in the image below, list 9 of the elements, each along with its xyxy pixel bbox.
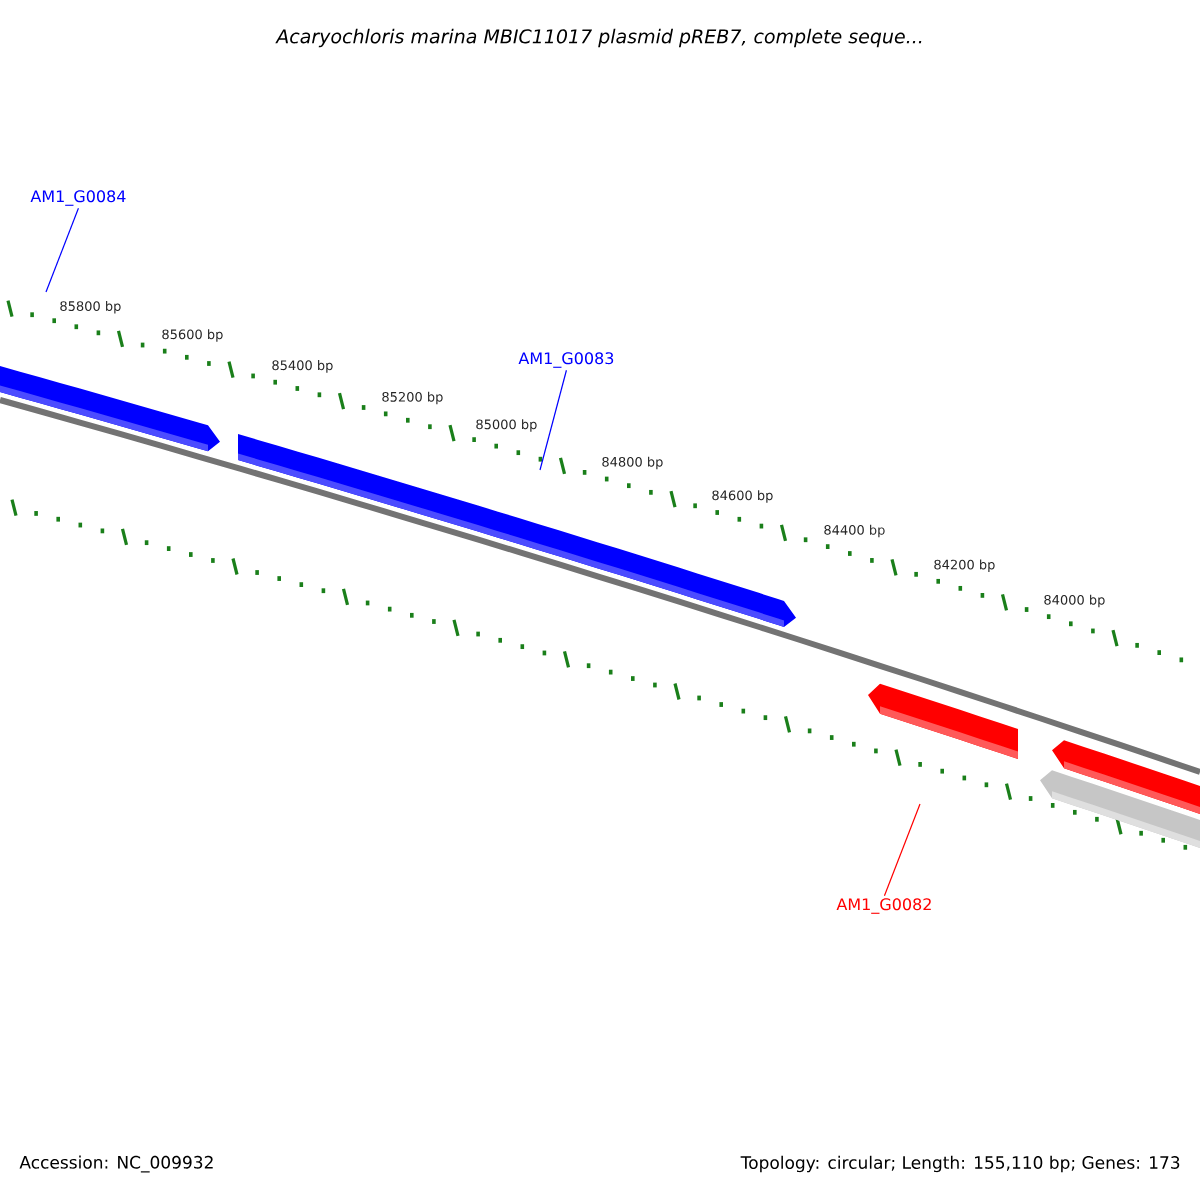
title: Acaryochloris marina MBIC11017 plasmid pREB7, complete seque... <box>275 28 922 48</box>
leader-line <box>539 369 568 471</box>
gene-label: AM1_G0083 <box>518 352 614 368</box>
footer-text: Topology: circular; Length: 155,110 bp; Genes: 173 <box>740 1155 1180 1173</box>
footer-text: Accession: NC_009932 <box>19 1155 213 1173</box>
gene-label: AM1_G0084 <box>30 190 126 206</box>
gene-label: AM1_G0082 <box>836 898 931 914</box>
leader-line <box>883 803 921 897</box>
leader-line <box>45 207 80 293</box>
